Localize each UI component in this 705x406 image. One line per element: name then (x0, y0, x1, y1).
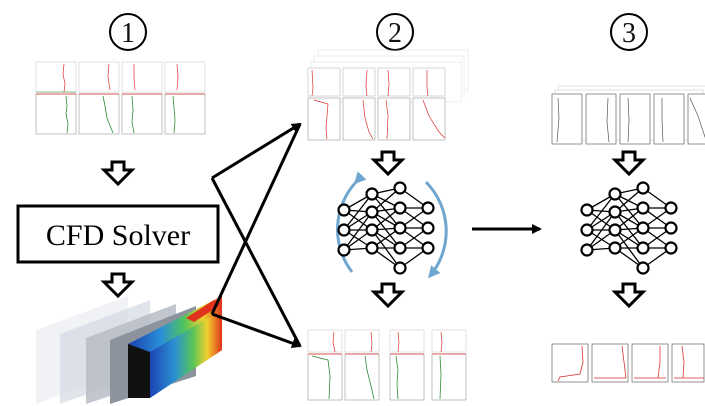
down-arrow-icon (370, 150, 406, 177)
cfd-solver-box: CFD Solver (16, 204, 220, 264)
circular-arrows-icon (336, 171, 448, 279)
step-1-badge: 1 (109, 13, 147, 51)
training-plot-stack (307, 49, 469, 141)
input-profile-plots (35, 61, 206, 135)
validation-profile-plots (307, 329, 467, 401)
cfd-geometry-render (36, 296, 222, 404)
neural-network-icon (580, 181, 678, 275)
arrow-to-training-data (211, 122, 302, 180)
profile-plot-1 (35, 61, 77, 135)
profile-plot-2 (78, 61, 120, 135)
step-2-label: 2 (388, 18, 402, 49)
new-input-plot-stack (551, 85, 705, 145)
profile-plot-3 (121, 61, 163, 135)
training-plot-row (307, 67, 446, 141)
step-3-badge: 3 (610, 13, 648, 51)
down-arrow-icon (100, 272, 136, 299)
cross-line-1 (210, 177, 302, 347)
predicted-profile-plots (551, 343, 705, 383)
down-arrow-icon (611, 282, 647, 309)
step-2-badge: 2 (376, 13, 414, 51)
step-1-label: 1 (121, 18, 135, 49)
arrow-to-test-data (211, 312, 302, 348)
profile-plot-4 (164, 61, 206, 135)
down-arrow-icon (100, 160, 136, 187)
cross-line-2 (210, 123, 302, 315)
down-arrow-icon (370, 282, 406, 309)
cfd-solver-label: CFD Solver (46, 219, 190, 252)
neural-network-icon (337, 181, 435, 275)
down-arrow-icon (611, 150, 647, 177)
step-3-label: 3 (622, 18, 636, 49)
